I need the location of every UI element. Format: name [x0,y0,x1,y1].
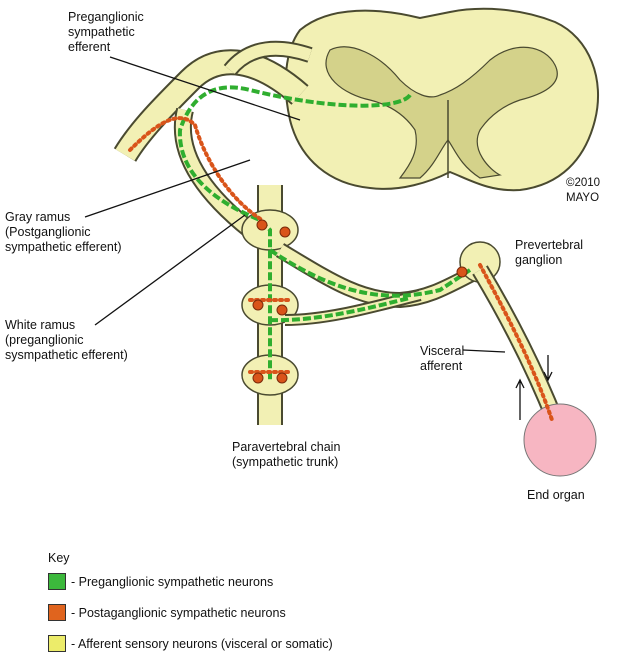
key-label: - Postaganglionic sympathetic neurons [71,605,286,620]
cell-body [456,266,468,278]
key-label: - Preganglionic sympathetic neurons [71,574,274,589]
label-gray-ramus: Gray ramus (Postganglionic sympathetic e… [5,210,122,254]
key-swatch-green [48,573,66,590]
cell-body [252,299,264,311]
leader-line [84,159,251,218]
label-white-ramus: White ramus (preganglionic sysmpathetic … [5,318,128,362]
key-swatch-orange [48,604,66,621]
cell-body [279,226,291,238]
dorsal-root-fill [225,42,312,75]
label-preganglionic: Preganglionic sympathetic efferent [68,10,144,54]
label-visceral-afferent: Visceral afferent [420,344,465,373]
cell-body [252,372,264,384]
key-item-postganglionic: - Postaganglionic sympathetic neurons [48,604,286,621]
gray-matter [325,46,558,179]
arrow-up-icon [515,378,525,420]
postganglionic-fiber [128,116,554,422]
key-title: Key [48,551,70,565]
leader-line [462,349,506,353]
end-organ [523,403,597,477]
leader-line [109,56,301,121]
key-item-preganglionic: - Preganglionic sympathetic neurons [48,573,273,590]
label-prevertebral-ganglion: Prevertebral ganglion [515,238,584,267]
postganglionic-cell-bodies [252,219,468,384]
key-item-afferent: - Afferent sensory neurons (visceral or … [48,635,333,652]
arrow-down-icon [543,355,553,382]
leader-lines [84,56,553,420]
label-paravertebral-chain: Paravertebral chain (sympathetic trunk) [232,440,341,469]
cell-body [276,372,288,384]
preganglionic-fiber [177,85,472,380]
cell-body [276,304,288,316]
cell-body [256,219,268,231]
key-swatch-yellow [48,635,66,652]
label-copyright: ©2010 MAYO [566,177,601,204]
label-end-organ: End organ [527,488,585,502]
spinal-nerve-fill [115,51,308,161]
key-label: - Afferent sensory neurons (visceral or … [71,636,333,651]
leader-line [94,214,246,326]
